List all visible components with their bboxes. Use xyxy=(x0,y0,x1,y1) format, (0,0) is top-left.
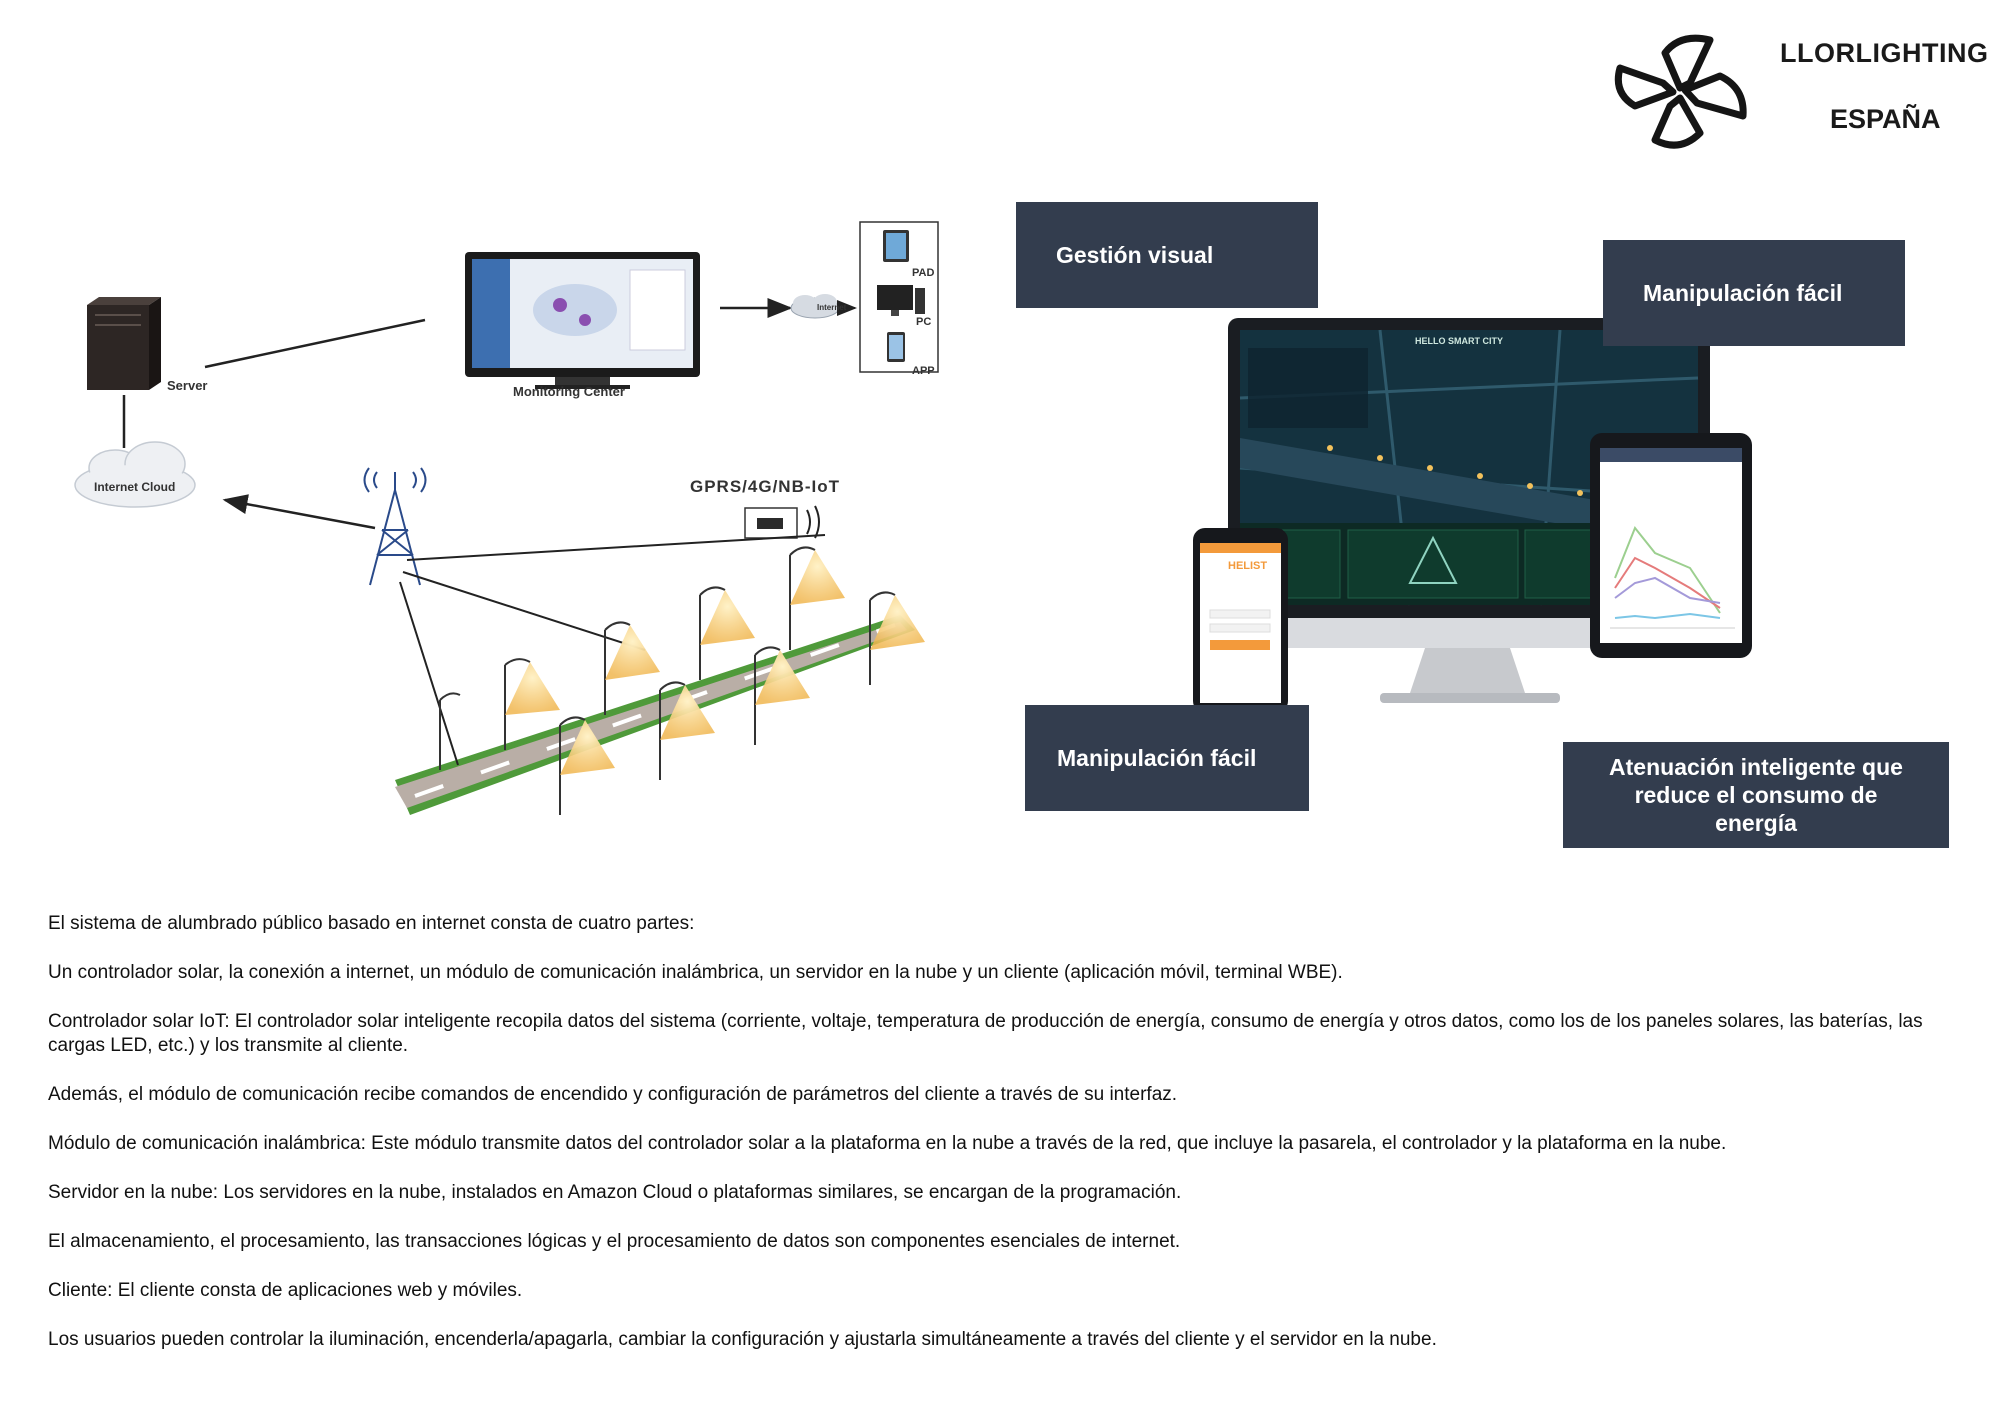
paragraph-cloud-server: Servidor en la nube: Los servidores en l… xyxy=(48,1182,1182,1203)
pc-label: PC xyxy=(916,316,932,328)
cell-tower-icon xyxy=(363,467,427,586)
paragraph-wireless-module: Módulo de comunicación inalámbrica: Este… xyxy=(48,1133,1727,1154)
paragraph-users: Los usuarios pueden controlar la ilumina… xyxy=(48,1329,1437,1350)
iot-architecture-diagram xyxy=(55,210,1005,870)
internet-cloud-small-icon xyxy=(790,294,840,319)
paragraph-client: Cliente: El cliente consta de aplicacion… xyxy=(48,1280,523,1301)
callout-manipulacion-facil-top: Manipulación fácil xyxy=(1603,240,1905,346)
client-devices-box xyxy=(859,221,939,373)
paragraph-solar-controller: Controlador solar IoT: El controlador so… xyxy=(48,1011,1923,1056)
paragraph-components: Un controlador solar, la conexión a inte… xyxy=(48,962,1343,983)
phone-device xyxy=(1193,528,1288,713)
internet-label: Internet xyxy=(817,303,847,312)
street-lamps xyxy=(439,546,925,815)
app-label: APP xyxy=(912,365,935,377)
phone-brand: HELIST xyxy=(1228,560,1268,572)
server-label: Server xyxy=(167,378,208,393)
brand-logo xyxy=(1605,28,1755,158)
callout-gestion-visual: Gestión visual xyxy=(1016,202,1318,308)
network-label: GPRS/4G/NB-IoT xyxy=(690,477,841,496)
monitor-title: HELLO SMART CITY xyxy=(1415,336,1503,346)
monitoring-center-monitor-icon xyxy=(465,252,700,389)
callout-atenuacion-inteligente: Atenuación inteligente que reduce el con… xyxy=(1563,742,1949,848)
paragraph-storage: El almacenamiento, el procesamiento, las… xyxy=(48,1231,1181,1252)
monitoring-center-label: Monitoring Center xyxy=(513,384,625,399)
server-icon xyxy=(87,297,161,390)
internet-cloud-label: Internet Cloud xyxy=(94,480,176,494)
brand-subtitle: ESPAÑA xyxy=(1830,104,1941,134)
paragraph-module-commands: Además, el módulo de comunicación recibe… xyxy=(48,1084,1178,1105)
callout-manipulacion-facil-bottom: Manipulación fácil xyxy=(1025,705,1309,811)
devices-mockup xyxy=(1180,318,1780,728)
propeller-logo-icon xyxy=(1614,34,1747,149)
internet-cloud-icon xyxy=(74,441,196,508)
brand-name: LLORLIGHTING xyxy=(1780,38,1989,68)
paragraph-intro: El sistema de alumbrado público basado e… xyxy=(48,913,695,934)
pad-label: PAD xyxy=(912,267,935,279)
street-road xyxy=(395,615,915,815)
network-module-icon xyxy=(744,505,820,539)
tablet-device xyxy=(1590,433,1752,658)
